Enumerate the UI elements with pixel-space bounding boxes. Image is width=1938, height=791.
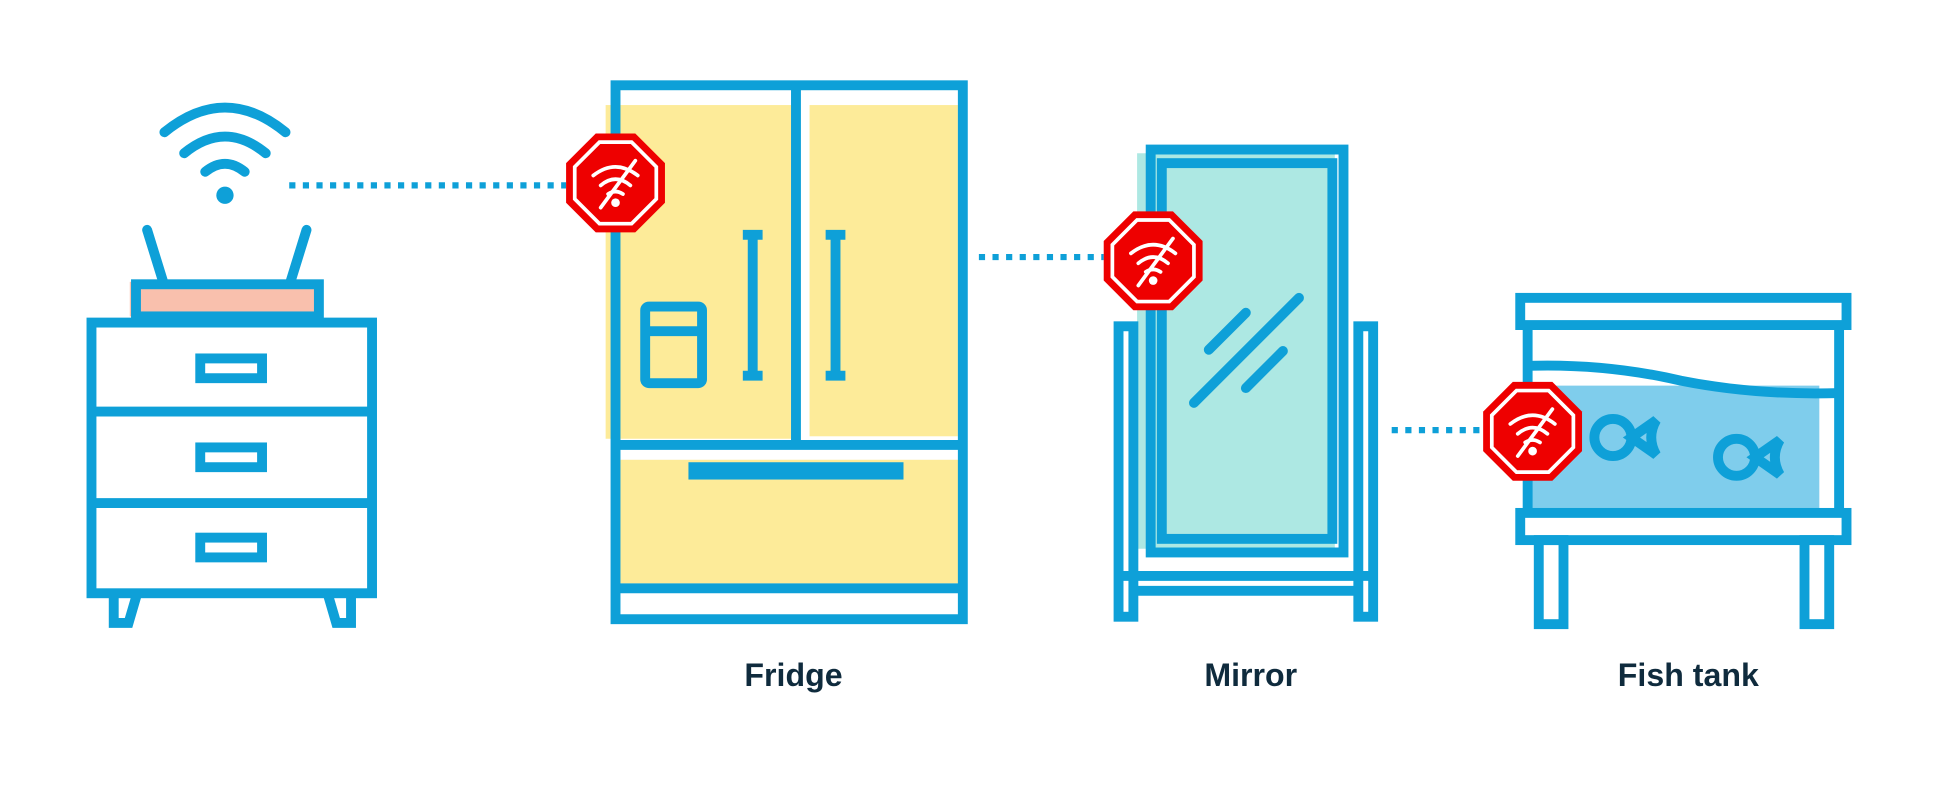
mirror-label: Mirror	[1204, 657, 1297, 693]
fish-tank-icon	[1515, 292, 1852, 630]
wifi-icon	[159, 102, 291, 204]
fridge-icon	[605, 80, 968, 625]
dresser-icon	[86, 317, 377, 628]
no-wifi-stop-icon-mirror	[1101, 209, 1205, 313]
router-icon	[129, 224, 324, 322]
mirror-icon	[1113, 144, 1379, 622]
fridge-label: Fridge	[744, 657, 842, 693]
no-wifi-stop-icon-fridge	[564, 131, 667, 235]
no-wifi-stop-icon-fish-tank	[1481, 380, 1584, 483]
fish-tank-label: Fish tank	[1618, 657, 1759, 693]
